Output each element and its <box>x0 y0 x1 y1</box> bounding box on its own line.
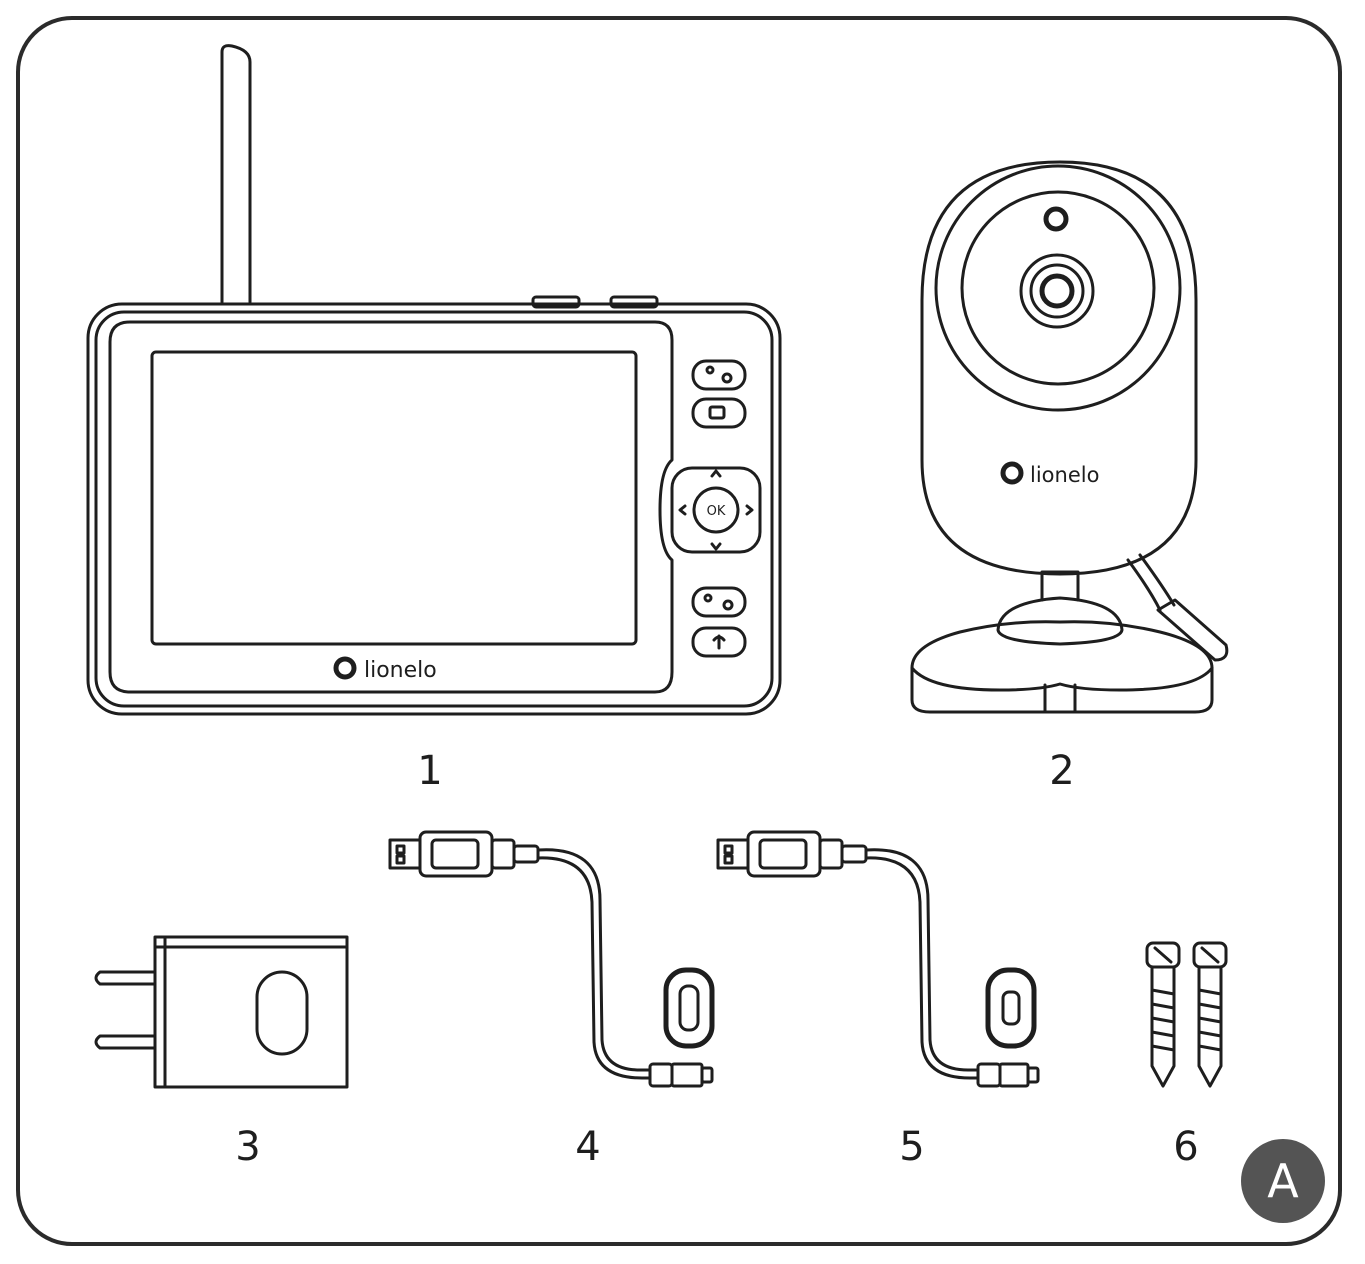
svg-text:OK: OK <box>707 504 726 519</box>
item-number-4: 4 <box>575 1124 601 1170</box>
diagram-frame <box>16 16 1342 1246</box>
wall-anchors-icon <box>1145 941 1228 1088</box>
parent-unit-logo-text: lionelo <box>364 658 437 683</box>
item-number-1: 1 <box>417 748 443 794</box>
baby-monitor-camera-icon: lionelo <box>910 160 1229 714</box>
power-adapter-icon <box>94 935 349 1089</box>
item-number-6: 6 <box>1173 1124 1199 1170</box>
item-number-3: 3 <box>235 1124 261 1170</box>
usb-c-cable-icon <box>388 830 715 1088</box>
camera-logo-text: lionelo <box>1030 463 1099 487</box>
item-number-5: 5 <box>899 1124 925 1170</box>
micro-usb-cable-icon <box>716 830 1040 1088</box>
figure-badge: A <box>1241 1139 1325 1223</box>
item-number-2: 2 <box>1049 748 1075 794</box>
baby-monitor-parent-unit-icon: OK lionelo <box>86 44 782 716</box>
